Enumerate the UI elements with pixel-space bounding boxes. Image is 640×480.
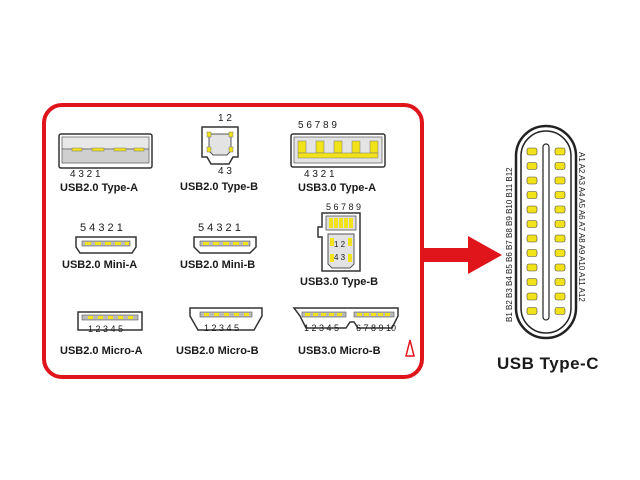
type-c-contact-b	[526, 234, 538, 243]
usb2-mini-a-label: USB2.0 Mini-A	[62, 259, 138, 271]
usb2-type-b-label: USB2.0 Type-B	[180, 181, 259, 193]
usb2-type-a-label: USB2.0 Type-A	[60, 182, 139, 194]
usb2-type-b-icon	[201, 126, 239, 165]
usb3-micro-b-pins-right: 6 7 8 9 10	[356, 323, 397, 333]
usb3-type-a-icon	[290, 133, 386, 168]
type-c-contact-a	[554, 263, 566, 272]
usb2-mini-a-pin-numbers: 5 4 3 2 1	[80, 222, 123, 234]
type-c-contact-a	[554, 147, 566, 156]
connector-group-frame	[42, 103, 424, 379]
usb-type-c-label: USB Type-C	[497, 354, 599, 373]
type-c-contact-a	[554, 307, 566, 315]
type-c-contact-b	[526, 249, 538, 257]
usb2-micro-a-icon	[77, 311, 143, 331]
type-c-contact-a	[554, 249, 566, 257]
usb2-micro-b-pin-numbers: 1 2 3 4 5	[204, 323, 240, 333]
usb2-mini-b-icon	[193, 236, 257, 254]
usb2-type-a-icon	[58, 133, 153, 169]
usb2-mini-b-label: USB2.0 Mini-B	[180, 259, 256, 271]
type-c-contact-b	[526, 205, 538, 214]
usb2-micro-a-pin-numbers: 1 2 3 4 5	[88, 324, 124, 334]
type-c-contact-b	[526, 263, 538, 272]
usb3-type-b-pins-top: 5 6 7 8 9	[326, 202, 362, 212]
type-c-contact-b	[526, 307, 538, 315]
type-c-contact-a	[554, 234, 566, 243]
type-c-contact-a	[554, 292, 566, 301]
type-c-contact-b	[526, 191, 538, 199]
usb2-type-a-connector: 4 3 2 1 USB2.0 Type-A	[58, 133, 153, 194]
usb3-micro-b-connector: 1 2 3 4 5 6 7 8 9 10 USB3.0 Micro-B	[292, 306, 402, 357]
usb-type-c-icon	[514, 124, 578, 340]
type-c-contact-b	[526, 292, 538, 301]
usb2-micro-a-connector: 1 2 3 4 5 USB2.0 Micro-A	[58, 310, 158, 357]
usb3-type-b-pins-inner-top: 1 2	[334, 240, 346, 249]
usb3-type-a-pins-top: 5 6 7 8 9	[298, 120, 337, 131]
usb2-mini-b-pin-numbers: 5 4 3 2 1	[198, 222, 241, 234]
usb3-type-b-pins-inner-bottom: 4 3	[334, 253, 346, 262]
usb2-type-a-pin-numbers: 4 3 2 1	[70, 169, 101, 180]
type-c-contact-b	[526, 162, 538, 170]
usb3-micro-b-pins-left: 1 2 3 4 5	[304, 323, 340, 333]
type-c-contact-b	[526, 220, 538, 228]
usb3-type-b-label: USB3.0 Type-B	[300, 276, 379, 288]
usb2-micro-b-label: USB2.0 Micro-B	[176, 345, 259, 357]
type-c-contact-a	[554, 191, 566, 199]
type-c-contact-b	[526, 147, 538, 156]
type-c-contact-a	[554, 220, 566, 228]
usb2-micro-b-connector: 1 2 3 4 5 USB2.0 Micro-B	[176, 306, 276, 357]
usb3-type-a-label: USB3.0 Type-A	[298, 182, 377, 194]
type-c-contact-b	[526, 176, 538, 185]
usb2-type-b-pins-top: 1 2	[218, 113, 232, 124]
usb3-type-b-icon	[317, 212, 361, 272]
usb2-micro-b-icon	[189, 307, 263, 331]
usb3-micro-b-icon	[292, 307, 399, 329]
pointer-icon	[405, 339, 415, 357]
usb2-mini-a-icon	[75, 236, 137, 254]
type-c-contact-a	[554, 162, 566, 170]
usb3-micro-b-label: USB3.0 Micro-B	[298, 345, 381, 357]
arrow-right-icon	[424, 236, 502, 274]
type-c-pins-b: B1 B2 B3 B4 B5 B6 B7 B8 B9 B10 B11 B12	[505, 167, 514, 322]
type-c-contact-a	[554, 176, 566, 185]
type-c-contact-b	[526, 278, 538, 286]
type-c-contact-a	[554, 205, 566, 214]
type-c-pins-a: A1 A2 A3 A4 A5 A6 A7 A8 A9 A10 A11 A12	[577, 152, 586, 302]
usb3-type-a-pins-bottom: 4 3 2 1	[304, 169, 335, 180]
type-c-contact-a	[554, 278, 566, 286]
usb2-type-b-pins-bottom: 4 3	[218, 166, 232, 177]
usb2-micro-a-label: USB2.0 Micro-A	[60, 345, 143, 357]
